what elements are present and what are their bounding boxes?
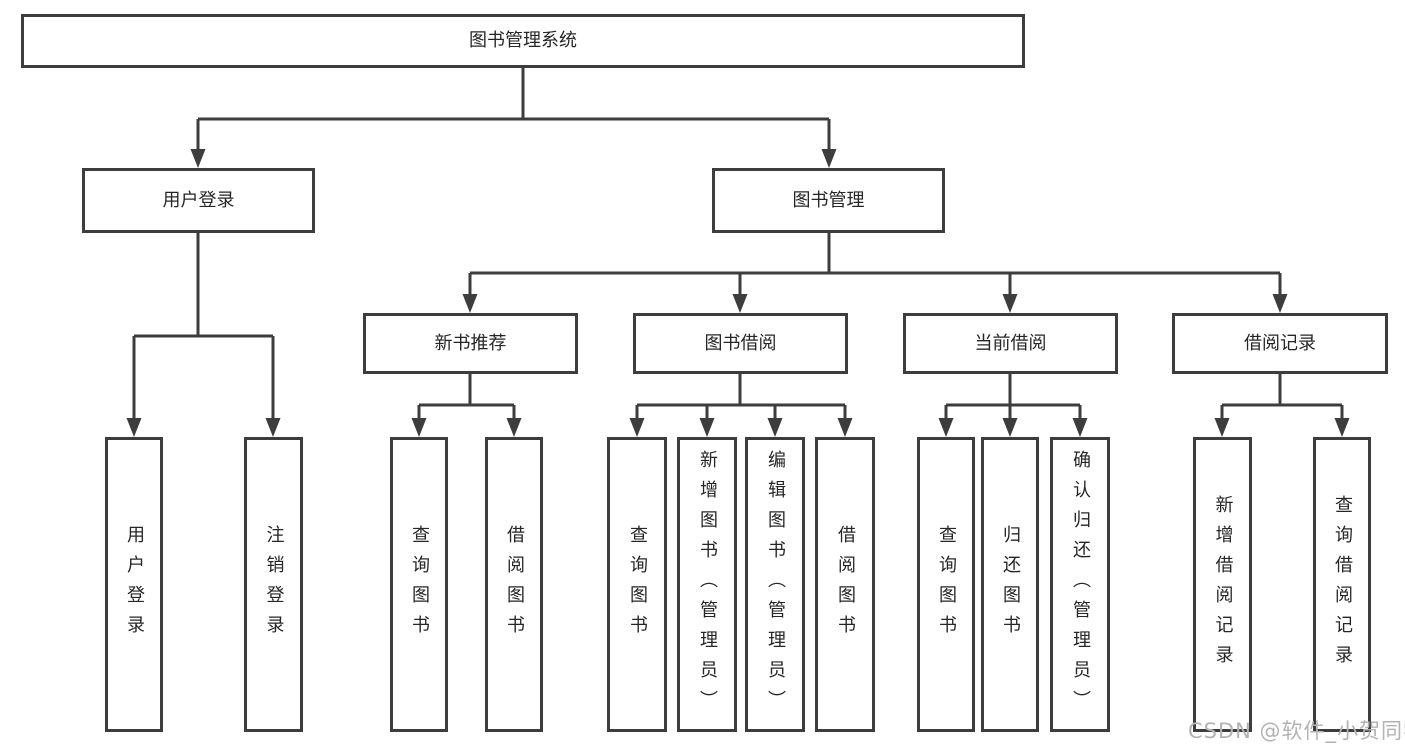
- leaf-edit-book-admin: 编辑图书（管理员）: [745, 437, 805, 732]
- leaf-query-borrow-record: 查询借阅记录: [1313, 437, 1371, 732]
- leaf-edit-book-admin-label: 编辑图书（管理员）: [765, 449, 786, 720]
- leaf-query-books-current: 查询图书: [917, 437, 975, 732]
- leaf-query-books-current-label: 查询图书: [936, 524, 957, 645]
- leaf-query-books-recommend-label: 查询图书: [409, 524, 430, 645]
- leaf-add-borrow-record: 新增借阅记录: [1193, 437, 1252, 732]
- leaf-logout-label: 注销登录: [263, 524, 285, 645]
- node-book-borrow-label: 图书借阅: [704, 332, 777, 354]
- watermark: CSDN @软件_小贺同学: [1188, 719, 1405, 743]
- leaf-query-borrow-record-label: 查询借阅记录: [1332, 494, 1353, 675]
- leaf-query-books-borrow-label: 查询图书: [627, 524, 648, 645]
- node-book-management: 图书管理: [712, 168, 945, 233]
- leaf-return-book-label: 归还图书: [1000, 524, 1021, 645]
- leaf-borrow-books: 借阅图书: [815, 437, 875, 732]
- node-library-system: 图书管理系统: [21, 14, 1025, 68]
- leaf-user-login: 用户登录: [105, 437, 163, 732]
- node-new-book-recommend: 新书推荐: [363, 313, 578, 374]
- node-user-login-branch: 用户登录: [82, 168, 315, 233]
- leaf-query-books-borrow: 查询图书: [607, 437, 667, 732]
- leaf-query-books-recommend: 查询图书: [390, 437, 448, 732]
- leaf-borrow-books-recommend: 借阅图书: [485, 437, 543, 732]
- node-current-borrow-label: 当前借阅: [974, 332, 1047, 354]
- leaf-logout: 注销登录: [244, 437, 303, 732]
- leaf-confirm-return-admin: 确认归还（管理员）: [1050, 437, 1110, 732]
- node-book-management-label: 图书管理: [792, 189, 865, 211]
- leaf-borrow-books-recommend-label: 借阅图书: [504, 524, 525, 645]
- node-current-borrow: 当前借阅: [903, 313, 1118, 374]
- node-borrow-records-label: 借阅记录: [1244, 332, 1316, 354]
- leaf-add-book-admin: 新增图书（管理员）: [677, 437, 737, 732]
- node-borrow-records: 借阅记录: [1172, 313, 1388, 374]
- leaf-add-borrow-record-label: 新增借阅记录: [1212, 494, 1234, 675]
- leaf-add-book-admin-label: 新增图书（管理员）: [697, 449, 718, 720]
- node-library-system-label: 图书管理系统: [469, 30, 577, 52]
- leaf-return-book: 归还图书: [981, 437, 1039, 732]
- arrowheads: [126, 149, 1350, 437]
- leaf-user-login-label: 用户登录: [124, 524, 145, 645]
- leaf-borrow-books-label: 借阅图书: [835, 524, 856, 645]
- leaf-confirm-return-admin-label: 确认归还（管理员）: [1070, 449, 1091, 720]
- node-new-book-recommend-label: 新书推荐: [434, 332, 507, 354]
- node-user-login-branch-label: 用户登录: [162, 189, 235, 211]
- node-book-borrow: 图书借阅: [633, 313, 848, 374]
